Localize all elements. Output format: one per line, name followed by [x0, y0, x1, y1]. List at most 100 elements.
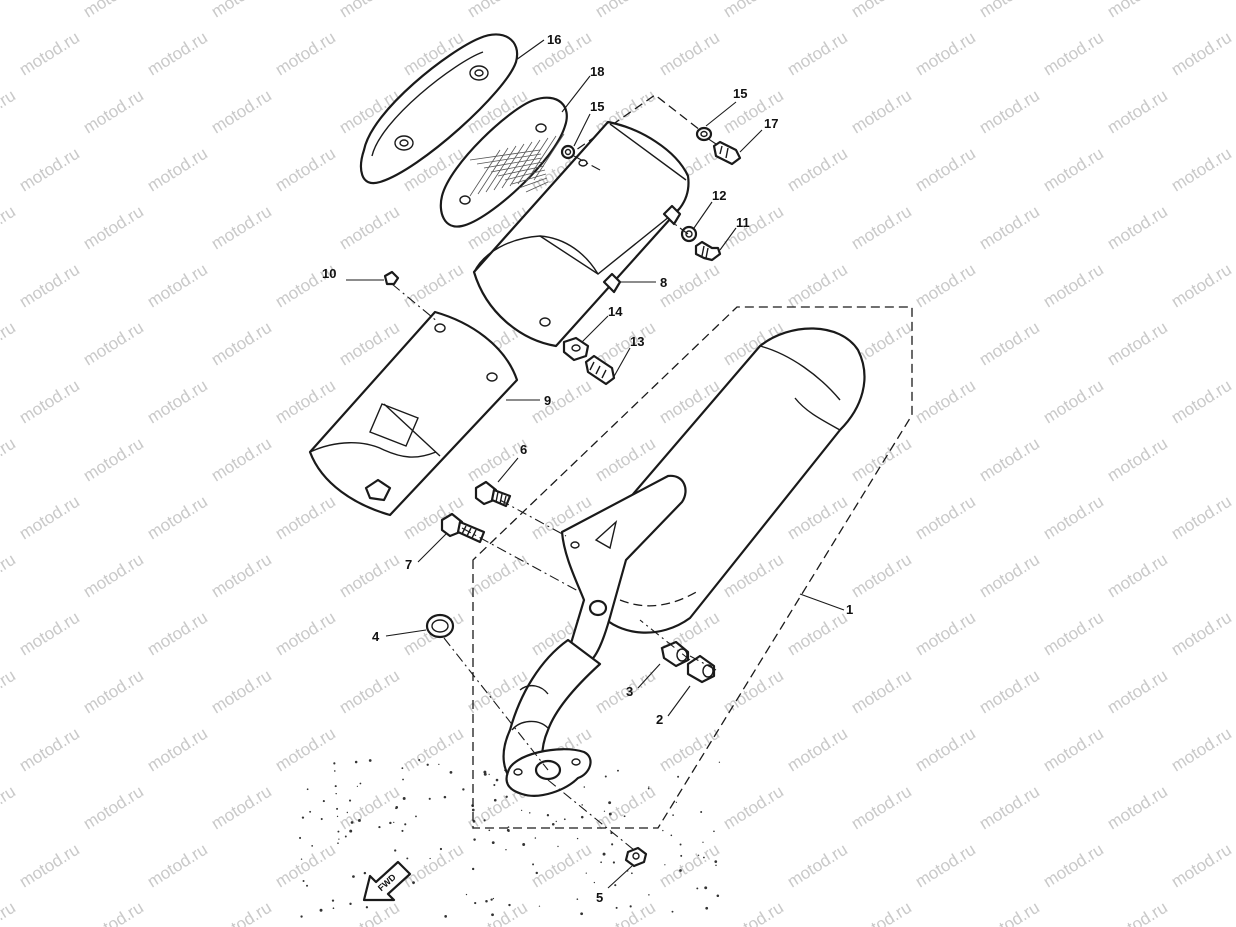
part-10-screw [383, 270, 400, 286]
watermark-text: motod.ru [1104, 86, 1171, 138]
part-17-bolt [712, 140, 742, 166]
watermark-text: motod.ru [1232, 434, 1236, 486]
watermark-text: motod.ru [720, 0, 787, 21]
callout-15-right: 15 [733, 86, 747, 101]
watermark-text: motod.ru [1104, 782, 1171, 834]
watermark-text: motod.ru [1040, 840, 1107, 892]
watermark-text: motod.ru [848, 434, 915, 486]
watermark-text: motod.ru [144, 376, 211, 428]
watermark-text: motod.ru [1168, 376, 1235, 428]
watermark-text: motod.ru [976, 202, 1043, 254]
callout-14: 14 [608, 304, 623, 319]
callout-9: 9 [544, 393, 551, 408]
watermark-text: motod.ru [976, 898, 1043, 927]
watermark-text: motod.ru [848, 782, 915, 834]
watermark-text: motod.ru [976, 86, 1043, 138]
watermark-text: motod.ru [80, 0, 147, 21]
watermark-text: motod.ru [1104, 202, 1171, 254]
watermark-text: motod.ru [528, 840, 595, 892]
watermark-text: motod.ru [336, 0, 403, 21]
watermark-text: motod.ru [0, 202, 19, 254]
part-12-washer [680, 225, 698, 243]
watermark-text: motod.ru [80, 318, 147, 370]
watermark-text: motod.ru [144, 260, 211, 312]
watermark-text: motod.ru [848, 202, 915, 254]
watermark-text: motod.ru [400, 724, 467, 776]
callout-7: 7 [405, 557, 412, 572]
watermark-text: motod.ru [1104, 0, 1171, 21]
watermark-text: motod.ru [336, 202, 403, 254]
watermark-text: motod.ru [912, 608, 979, 660]
watermark-text: motod.ru [80, 202, 147, 254]
watermark-text: motod.ru [80, 550, 147, 602]
watermark-text: motod.ru [272, 28, 339, 80]
leader-lines [346, 39, 845, 889]
part-2-cap [686, 654, 716, 684]
watermark-text: motod.ru [1104, 434, 1171, 486]
watermark-text: motod.ru [208, 898, 275, 927]
part-8-inner-heat-shield [472, 120, 690, 348]
callout-15-left: 15 [590, 99, 604, 114]
watermark-text: motod.ru [464, 898, 531, 927]
watermark-text: motod.ru [400, 840, 467, 892]
watermark-text: motod.ru [16, 724, 83, 776]
watermark-text: motod.ru [272, 724, 339, 776]
watermark-text: motod.ru [784, 28, 851, 80]
watermark-text: motod.ru [720, 898, 787, 927]
watermark-text: motod.ru [1232, 782, 1236, 834]
watermark-text: motod.ru [912, 144, 979, 196]
watermark-text: motod.ru [912, 376, 979, 428]
watermark-text: motod.ru [80, 898, 147, 927]
watermark-text: motod.ru [912, 724, 979, 776]
watermark-text: motod.ru [272, 840, 339, 892]
watermark-text: motod.ru [0, 86, 19, 138]
watermark-text: motod.ru [208, 318, 275, 370]
callout-5: 5 [596, 890, 603, 905]
assembly-lines [391, 135, 717, 851]
watermark-text: motod.ru [0, 0, 19, 21]
watermark-text: motod.ru [272, 144, 339, 196]
watermark-text: motod.ru [1168, 608, 1235, 660]
watermark-text: motod.ru [656, 28, 723, 80]
part-1-muffler [502, 327, 866, 797]
watermark-text: motod.ru [1168, 724, 1235, 776]
watermark-text: motod.ru [208, 550, 275, 602]
watermark-text: motod.ru [592, 782, 659, 834]
watermark-text: motod.ru [1168, 492, 1235, 544]
watermark-text: motod.ru [1168, 260, 1235, 312]
watermark-text: motod.ru [1168, 144, 1235, 196]
watermark-text: motod.ru [1104, 318, 1171, 370]
watermark-text: motod.ru [1232, 86, 1236, 138]
watermark-text: motod.ru [144, 724, 211, 776]
callout-1: 1 [846, 602, 853, 617]
watermark-text: motod.ru [1232, 0, 1236, 21]
watermark-text: motod.ru [0, 550, 19, 602]
watermark-text: motod.ru [16, 608, 83, 660]
watermark-text: motod.ru [0, 898, 19, 927]
callout-4: 4 [372, 629, 380, 644]
watermark-text: motod.ru [208, 0, 275, 21]
watermark-text: motod.ru [208, 86, 275, 138]
watermark-text: motod.ru [1104, 898, 1171, 927]
watermark-text: motod.ru [1232, 666, 1236, 718]
watermark-text: motod.ru [0, 434, 19, 486]
watermark-text: motod.ru [1168, 840, 1235, 892]
watermark-text: motod.ru [208, 202, 275, 254]
watermark-text: motod.ru [1232, 318, 1236, 370]
callout-18: 18 [590, 64, 604, 79]
watermark-text: motod.ru [1040, 144, 1107, 196]
part-7-bolt [440, 512, 486, 544]
watermark-text: motod.ru [16, 28, 83, 80]
callout-12: 12 [712, 188, 726, 203]
watermark-text: motod.ru [1232, 202, 1236, 254]
watermark-text: motod.ru [144, 28, 211, 80]
part-4-gasket [425, 613, 455, 639]
part-3-grommet [660, 640, 690, 668]
watermark-text: motod.ru [272, 492, 339, 544]
watermark-text: motod.ru [848, 0, 915, 21]
watermark-text: motod.ru [272, 376, 339, 428]
watermark-text: motod.ru [976, 550, 1043, 602]
watermark-text: motod.ru [1040, 724, 1107, 776]
watermark-text: motod.ru [208, 782, 275, 834]
part-18-mesh-plate [439, 96, 568, 228]
